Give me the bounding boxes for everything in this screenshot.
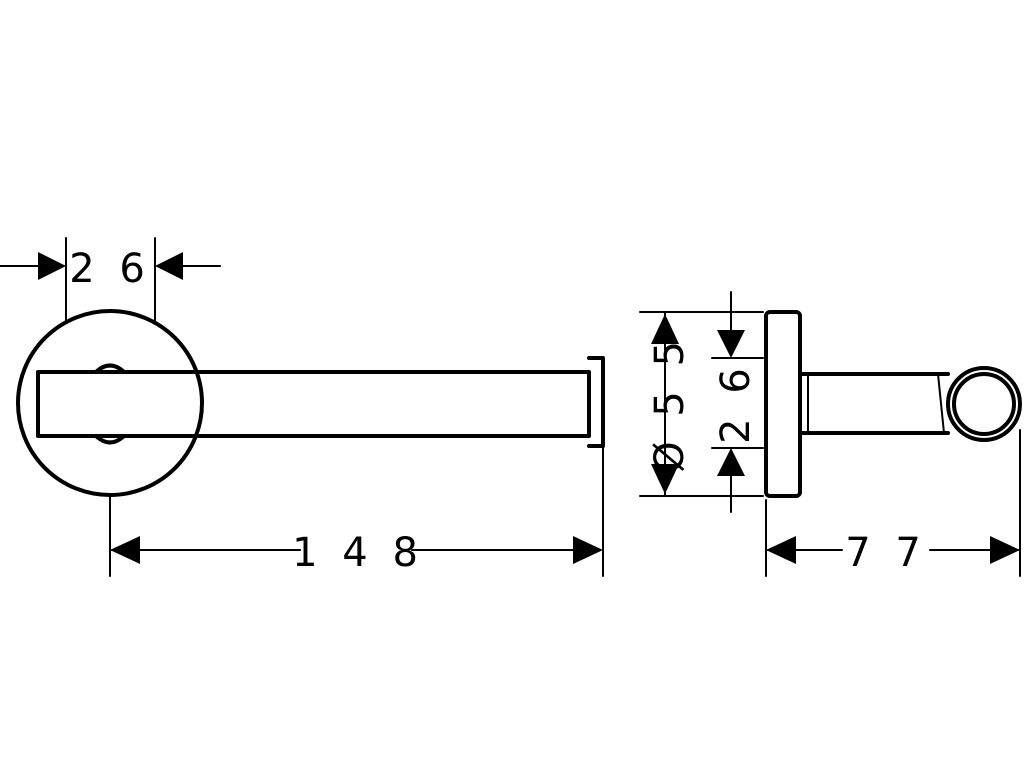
side-end-ring-inner xyxy=(952,372,1016,436)
arrow-left-icon xyxy=(155,252,183,280)
dim-front-top: 2 6 xyxy=(0,237,221,323)
dim-label-side-depth: 7 7 xyxy=(845,530,927,576)
arrow-left-icon xyxy=(766,536,796,564)
front-screw-top xyxy=(95,363,125,373)
front-screw-bottom xyxy=(95,435,125,445)
arrow-right-icon xyxy=(38,252,66,280)
arrow-right-icon xyxy=(573,536,603,564)
arrow-up-icon xyxy=(717,448,745,476)
arrow-left-icon xyxy=(110,536,140,564)
front-view xyxy=(16,309,605,497)
front-arm xyxy=(36,370,591,438)
side-view xyxy=(764,310,1022,498)
front-rosette xyxy=(16,309,204,497)
side-end-ring-outer xyxy=(946,366,1022,442)
arrow-down-icon xyxy=(651,314,679,344)
dim-front-length: 1 4 8 xyxy=(109,447,604,577)
arrow-down-icon xyxy=(717,330,745,358)
dim-label-front-length: 1 4 8 xyxy=(292,530,424,576)
side-wall-plate xyxy=(764,310,802,498)
arrow-right-icon xyxy=(990,536,1020,564)
dim-side-diameter: Ø 5 5 xyxy=(639,311,764,497)
dim-side-depth: 7 7 xyxy=(765,429,1021,577)
arrow-up-icon xyxy=(651,464,679,494)
dim-label-front-top: 2 6 xyxy=(69,246,151,292)
dim-label-side-inner: 2 6 xyxy=(713,362,759,444)
dim-side-inner: 2 6 xyxy=(711,291,764,513)
dim-label-side-diameter: Ø 5 5 xyxy=(647,335,693,473)
front-end-cap xyxy=(587,356,605,448)
side-arm-taper xyxy=(937,373,945,434)
